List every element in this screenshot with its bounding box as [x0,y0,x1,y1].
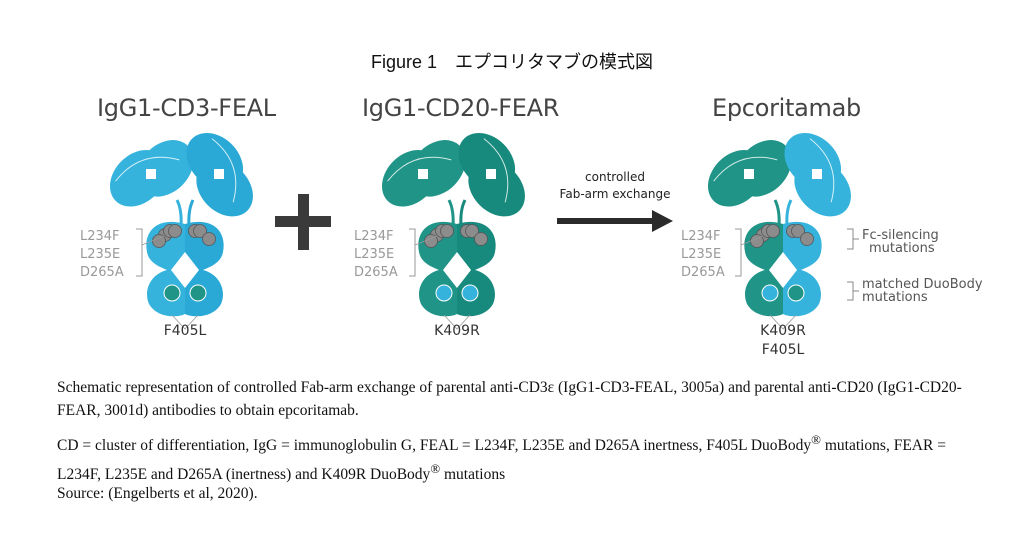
duobody-dot [788,285,804,301]
mutation-dot [475,233,488,246]
mutation-list-epcoritamab: L234F L235E D265A [681,228,725,282]
mutation-dot [767,225,780,238]
legend-text: mutations [862,291,983,304]
site-label: F405L [753,341,813,360]
mutation-label: L235E [681,246,725,264]
registered-mark: ® [430,461,440,476]
arrow-head-icon [652,210,673,232]
duobody-dot [164,285,180,301]
hinge [775,200,779,226]
caption-description: Schematic representation of controlled F… [57,376,987,422]
antibody-shape [371,120,545,329]
hinge [177,200,181,226]
fab-gap [214,169,224,179]
mutation-dot [801,233,814,246]
hinge [449,200,453,226]
mutation-bracket [136,229,142,276]
fab-gap [486,169,496,179]
hinge [787,200,791,226]
antibody-shape [99,120,273,329]
fab-gap [146,169,156,179]
duobody-dot [190,285,206,301]
arrow-label-line1: controlled [555,169,675,186]
mutation-bracket [409,229,415,276]
site-label: K409R [753,322,813,341]
mutation-label: L234F [80,228,124,246]
legend-duobody: matched DuoBody mutations [862,278,983,304]
caption-text: CD = cluster of differentiation, IgG = i… [57,437,811,454]
mutation-list-cd20: L234F L235E D265A [354,228,398,282]
caption-text: mutations [440,466,505,483]
mutation-dot [169,225,182,238]
mutation-label: D265A [354,264,398,282]
legend-bracket [847,229,859,249]
arrow-label: controlled Fab-arm exchange [555,169,675,203]
hinge [461,200,465,226]
legend-bracket [847,282,859,300]
mutation-label: L235E [354,246,398,264]
mutation-label: L234F [354,228,398,246]
mutation-label: L234F [681,228,725,246]
mutation-dot [441,225,454,238]
mutation-label: L235E [80,246,124,264]
legend-text: mutations [862,242,939,255]
site-label-cd20: K409R [427,322,487,341]
fab-gap [744,169,754,179]
antibody-shape [697,120,871,329]
caption-abbreviations: CD = cluster of differentiation, IgG = i… [57,428,987,486]
duobody-dot [762,285,778,301]
legend-fc-silencing: Fc-silencing mutations [862,229,939,255]
mutation-label: D265A [80,264,124,282]
caption-source: Source: (Engelberts et al, 2020). [57,482,987,505]
plus-icon-v [298,194,309,250]
mutation-dot [203,233,216,246]
mutation-label: D265A [681,264,725,282]
duobody-dot [436,285,452,301]
fab-gap [812,169,822,179]
hinge [189,200,193,226]
mutation-bracket [735,229,741,276]
site-label-cd3: F405L [155,322,215,341]
site-labels-epcoritamab: K409R F405L [753,322,813,360]
arrow-shaft [557,218,657,224]
mutation-list-cd3: L234F L235E D265A [80,228,124,282]
arrow-label-line2: Fab-arm exchange [555,186,675,203]
fab-gap [418,169,428,179]
duobody-dot [462,285,478,301]
registered-mark: ® [811,432,821,447]
